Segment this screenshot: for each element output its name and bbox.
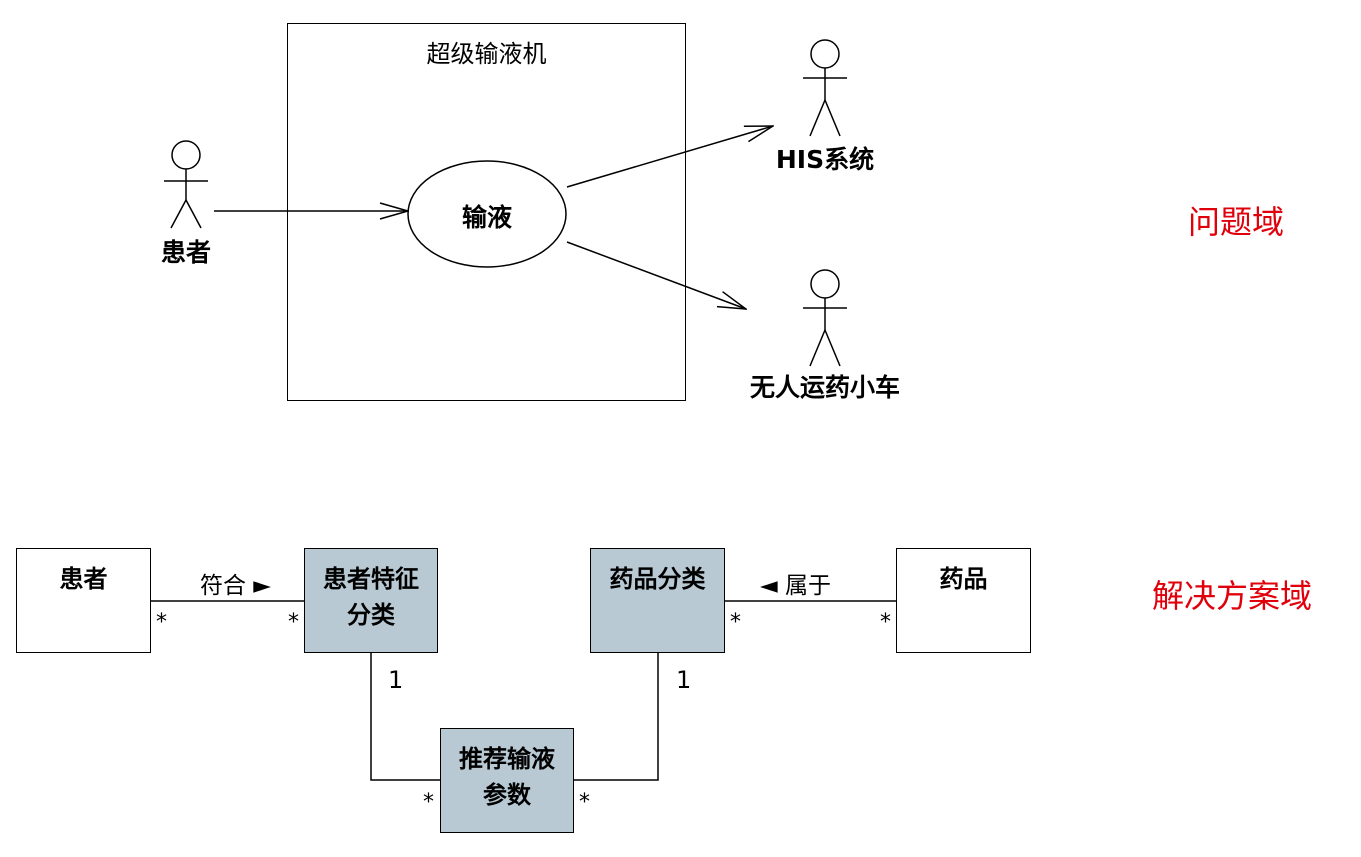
class-drug: 药品: [896, 548, 1031, 653]
mult-drugcat-one: 1: [676, 666, 692, 694]
class-recommended-params: 推荐输液 参数: [440, 728, 574, 833]
arrow-usecase-to-cart: [566, 241, 746, 309]
association-conforms-label: 符合 ►: [200, 573, 271, 599]
mult-drugcat-star: *: [730, 610, 741, 635]
class-associations: [150, 600, 897, 781]
mult-params-left-star: *: [423, 790, 434, 815]
mult-patient-star: *: [156, 610, 167, 635]
problem-domain-label: 问题域: [1188, 203, 1285, 241]
use-case-label: 输液: [461, 203, 512, 232]
class-feature-line2: 分类: [347, 601, 395, 629]
class-params-line1: 推荐输液: [459, 745, 555, 773]
class-drug-category-name: 药品分类: [609, 565, 706, 593]
class-patient-feature-category: 患者特征 分类: [304, 548, 438, 653]
actor-patient-label: 患者: [160, 238, 211, 267]
actor-patient-figure: [164, 140, 208, 229]
actor-his-label: HIS系统: [775, 145, 875, 174]
mult-params-right-star: *: [579, 790, 590, 815]
class-feature-line1: 患者特征: [323, 565, 419, 593]
system-boundary: [287, 23, 686, 401]
actor-cart-label: 无人运药小车: [749, 373, 900, 402]
class-params-line2: 参数: [483, 781, 531, 809]
solution-domain-label: 解决方案域: [1152, 577, 1313, 615]
system-boundary-title: 超级输液机: [426, 40, 547, 68]
class-drug-category: 药品分类: [590, 548, 725, 653]
actor-his-figure: [803, 39, 847, 137]
mult-feature-one: 1: [388, 666, 404, 694]
class-patient: 患者: [16, 548, 151, 653]
class-patient-name: 患者: [59, 565, 108, 593]
arrow-usecase-to-his: [566, 126, 773, 188]
class-drug-name: 药品: [939, 565, 988, 593]
mult-feature-star: *: [288, 610, 299, 635]
association-belongs-label: ◄ 属于: [760, 573, 831, 599]
actor-cart-figure: [803, 269, 847, 367]
mult-drug-star: *: [880, 610, 891, 635]
